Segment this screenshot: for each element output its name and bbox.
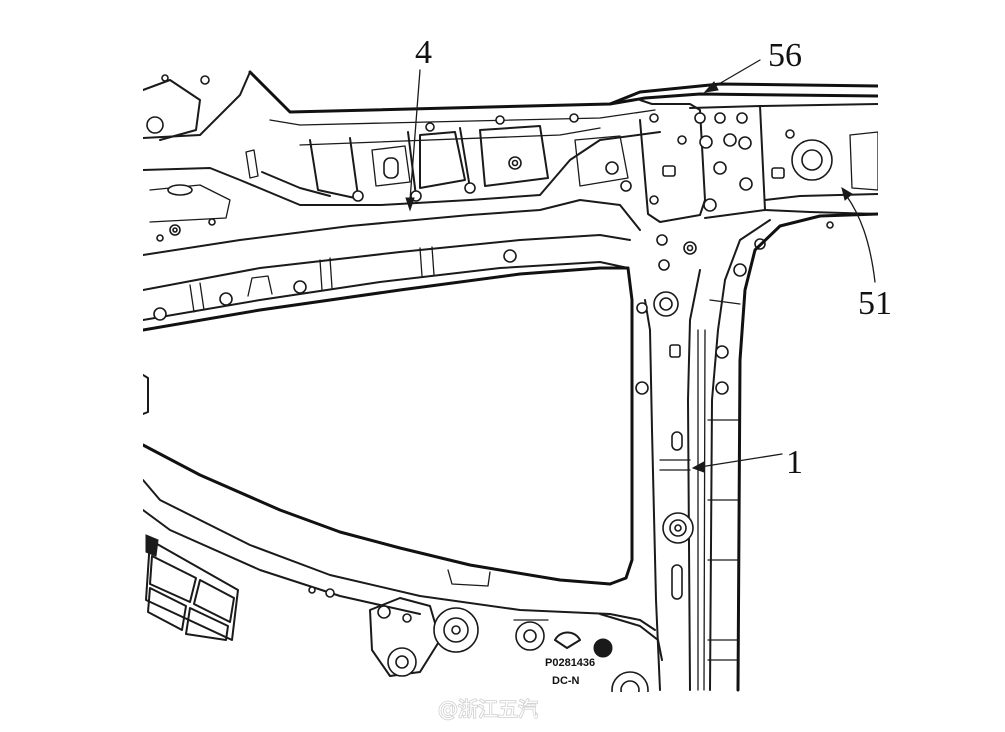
right-bracket-and-panel — [608, 92, 878, 277]
upper-cross-beam — [143, 70, 878, 321]
watermark-text: @浙江五汽 — [438, 697, 538, 721]
part-stamp-line2: DC-N — [552, 675, 580, 687]
part-stamp-line1: P0281436 — [545, 657, 595, 669]
lower-beam — [143, 266, 663, 692]
callout-label-51: 51 — [858, 285, 892, 322]
structure-lines — [143, 70, 878, 692]
part-stamp: P0281436 DC-N — [545, 657, 595, 687]
leader-lines — [405, 59, 876, 473]
callout-label-4: 4 — [415, 34, 432, 71]
callout-label-56: 56 — [768, 37, 802, 74]
vertical-pillar — [608, 212, 878, 692]
callout-label-1: 1 — [786, 444, 803, 481]
